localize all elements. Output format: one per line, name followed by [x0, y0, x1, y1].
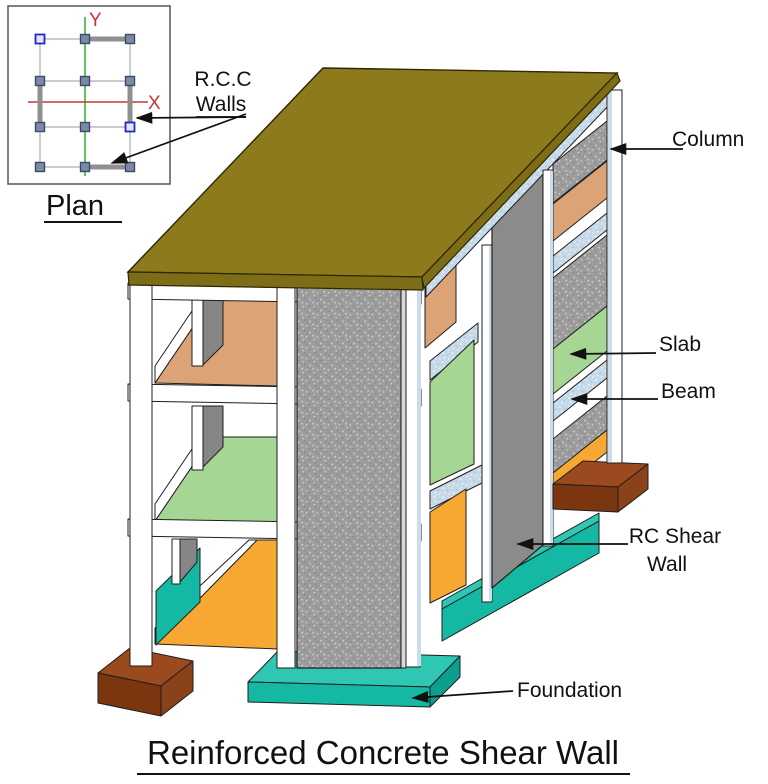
foundation-arrow — [411, 690, 514, 703]
storey-2-bay — [154, 405, 279, 525]
back-column — [171, 538, 181, 585]
shear-wall-face — [296, 286, 402, 669]
slab-edge-yellow — [429, 488, 467, 604]
rear-shear-wall-side — [491, 171, 544, 589]
callout-column: Column — [609, 128, 744, 155]
slab-edge-green — [429, 339, 475, 486]
mid-side-column-edge — [550, 171, 553, 545]
plan-view: Y X Plan — [7, 5, 171, 223]
pedestal-side-face — [617, 463, 649, 513]
roof-front-fascia — [127, 271, 424, 291]
foundation-front-face — [441, 520, 600, 642]
shear-wall-edge-shade — [400, 286, 407, 669]
rcc-arrow-bottom-wall — [110, 113, 247, 164]
callout-foundation: Foundation — [411, 679, 622, 703]
callout-rc-shear-wall: RC Shear Wall — [516, 525, 721, 576]
beam-label: Beam — [661, 380, 716, 403]
callout-rcc-walls: R.C.C Walls — [110, 68, 252, 164]
back-column — [191, 299, 204, 367]
pedestal-front-face — [552, 483, 619, 513]
rcc-walls-label: R.C.C — [194, 68, 251, 91]
plan-caption: Plan — [46, 190, 104, 222]
back-right-column-edge — [608, 91, 612, 462]
front-mid-column — [276, 284, 296, 669]
slab-label: Slab — [659, 333, 701, 356]
roof-right-fascia — [421, 71, 621, 290]
right-face-panels — [552, 120, 608, 496]
callout-beam: Beam — [570, 380, 716, 405]
rc-shear-wall-label-2: Wall — [647, 553, 687, 576]
column-label: Column — [672, 128, 744, 151]
front-left-column — [129, 280, 153, 667]
foundation-front-face — [247, 681, 431, 708]
ground-storey-bay — [154, 538, 279, 650]
plan-y-axis-label: Y — [89, 10, 102, 31]
right-column-pedestal — [552, 460, 649, 513]
callout-slab: Slab — [569, 333, 701, 360]
title-text: Reinforced Concrete Shear Wall — [147, 734, 619, 771]
column-shadow — [202, 405, 224, 468]
column-shadow — [179, 538, 198, 583]
slab-arrow — [569, 347, 657, 360]
rc-shear-wall-label: RC Shear — [629, 525, 721, 548]
mid-depth-slab-edges — [424, 251, 483, 604]
beam-edge — [429, 322, 479, 381]
rcc-arrow-right-wall — [135, 111, 247, 124]
plan-shear-walls — [37, 36, 133, 170]
shear-wall-edge-highlight — [417, 289, 421, 666]
figure-title: Reinforced Concrete Shear Wall — [137, 734, 630, 775]
mid-depth-column-edge — [489, 246, 492, 601]
pedestal-side-face — [160, 660, 194, 717]
front-shear-wall — [296, 286, 421, 669]
back-column — [191, 405, 204, 471]
left-column-pedestal — [97, 647, 194, 717]
foundation-label: Foundation — [517, 679, 622, 702]
rcc-walls-label-2: Walls — [196, 93, 247, 116]
plan-columns — [34, 33, 136, 173]
plan-frame — [7, 5, 171, 185]
plan-x-axis-label: X — [148, 93, 161, 114]
roof-slab — [126, 67, 621, 291]
storey-3-bay — [154, 298, 279, 387]
foundation-side-face — [429, 655, 461, 708]
